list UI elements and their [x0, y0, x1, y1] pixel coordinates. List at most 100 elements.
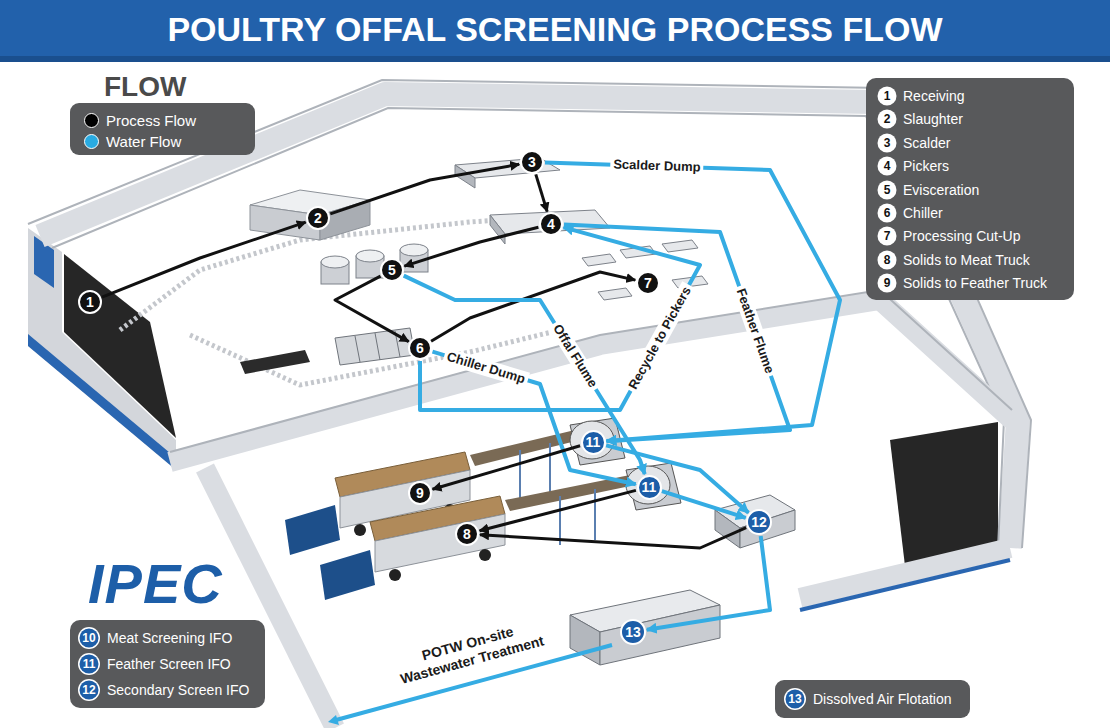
chiller-ribs: [355, 336, 360, 362]
callout-number: 7: [644, 276, 652, 290]
callout-circle: 3: [520, 150, 544, 174]
chiller-ribs: [375, 333, 380, 360]
callout-circle: 11: [637, 475, 662, 500]
callout-circle: 6: [408, 336, 432, 360]
callout-circle: 11: [581, 430, 606, 455]
callout-number: 12: [751, 515, 767, 529]
title-box: POULTRY OFFAL SCREENING PROCESS FLOW: [0, 0, 1110, 58]
callout-number: 8: [463, 527, 471, 541]
callout-number: 13: [625, 625, 641, 639]
key-number: 11: [80, 655, 99, 674]
truck-cab: [285, 505, 340, 555]
callout-circle: 7: [636, 271, 660, 295]
exterior-wall: [28, 228, 176, 470]
callout-number: 11: [586, 435, 601, 449]
legend-swatch: [84, 113, 99, 128]
process-flow-line: [102, 222, 306, 297]
process-flow-line: [480, 490, 636, 530]
callout-number: 3: [528, 155, 536, 169]
callout-circle: 4: [539, 212, 563, 236]
callout-circle: 5: [380, 258, 404, 282]
key-text: Meat Screening IFO: [107, 630, 232, 646]
truck-wheel: [354, 524, 366, 536]
eviscerator: [321, 256, 349, 268]
callout-number: 6: [416, 341, 424, 355]
key-text: Evisceration: [903, 182, 979, 198]
legend-text: Process Flow: [106, 112, 196, 129]
conveyor-frame: [559, 496, 561, 545]
daf-tank: [570, 615, 600, 665]
key-number: 3: [878, 133, 897, 152]
process-flow-line: [536, 174, 547, 211]
key-text: Slaughter: [903, 111, 963, 127]
process-flow-line: [480, 528, 746, 548]
title-bar: [0, 0, 1110, 62]
conveyor-frame: [549, 443, 551, 495]
key-number: 9: [878, 274, 897, 293]
key-text: Secondary Screen IFO: [107, 682, 249, 698]
truck-cab: [320, 550, 375, 600]
company-logo: IPEC: [88, 551, 223, 616]
key-text: Scalder: [903, 135, 950, 151]
key-text: Dissolved Air Flotation: [813, 691, 952, 707]
callout-circle: 13: [620, 619, 646, 645]
truck-wheel: [389, 569, 401, 581]
outfall-label: POTW On-site Wastewater Treatment: [386, 614, 554, 690]
key-text: Receiving: [903, 88, 964, 104]
outfall-arrow: [328, 715, 339, 725]
key-panel: [70, 620, 265, 708]
key-text: Chiller: [903, 205, 943, 221]
conveyor-frame: [594, 489, 596, 540]
trailer-side: [375, 514, 505, 572]
key-number: 5: [878, 180, 897, 199]
wall-cutaway: [890, 422, 998, 566]
callout-circle: 9: [408, 481, 432, 505]
callout-circle: 2: [306, 206, 330, 230]
key-number: 4: [878, 157, 897, 176]
process-flow-line: [330, 164, 519, 214]
chiller-conveyor: [240, 350, 310, 374]
key-panel: [866, 78, 1074, 300]
water-flow-line: [545, 162, 840, 441]
key-text: Pickers: [903, 158, 949, 174]
wall-edge: [52, 108, 1004, 548]
callout-number: 2: [314, 211, 322, 225]
key-text: Solids to Meat Truck: [903, 252, 1030, 268]
key-number: 2: [878, 110, 897, 129]
process-flow-line: [404, 227, 538, 266]
legend-heading: FLOW: [104, 71, 186, 103]
legend-panel: [70, 103, 255, 155]
truck-wheel: [479, 549, 491, 561]
legend-text: Water Flow: [106, 133, 181, 150]
water-flow-line: [433, 352, 636, 485]
key-number: 7: [878, 227, 897, 246]
wall-cutaway: [64, 254, 176, 438]
wall-base-stripe: [800, 560, 1010, 610]
key-number: 1: [878, 87, 897, 106]
process-flow-line: [433, 446, 581, 490]
process-flow-line: [335, 276, 409, 342]
title-bar-shade: [0, 56, 1110, 62]
front-wall: [800, 548, 1010, 598]
callout-number: 9: [416, 486, 424, 500]
key-number: 12: [80, 681, 99, 700]
daf-tank: [600, 605, 720, 665]
key-panel: [775, 680, 970, 718]
callout-number: 11: [642, 480, 657, 494]
conveyor-frame: [519, 450, 521, 500]
water-flow-line: [647, 536, 770, 630]
secondary-screen: [740, 510, 795, 548]
feather-screen: [626, 463, 681, 510]
key-text: Solids to Feather Truck: [903, 275, 1047, 291]
key-number: 10: [80, 629, 99, 648]
key-number: 13: [786, 690, 805, 709]
cutup-table: [582, 254, 616, 266]
key-number: 8: [878, 250, 897, 269]
callout-circle: 12: [746, 509, 772, 535]
flow-label: Scalder Dump: [611, 157, 705, 176]
key-text: Processing Cut-Up: [903, 228, 1021, 244]
callout-number: 5: [388, 263, 396, 277]
